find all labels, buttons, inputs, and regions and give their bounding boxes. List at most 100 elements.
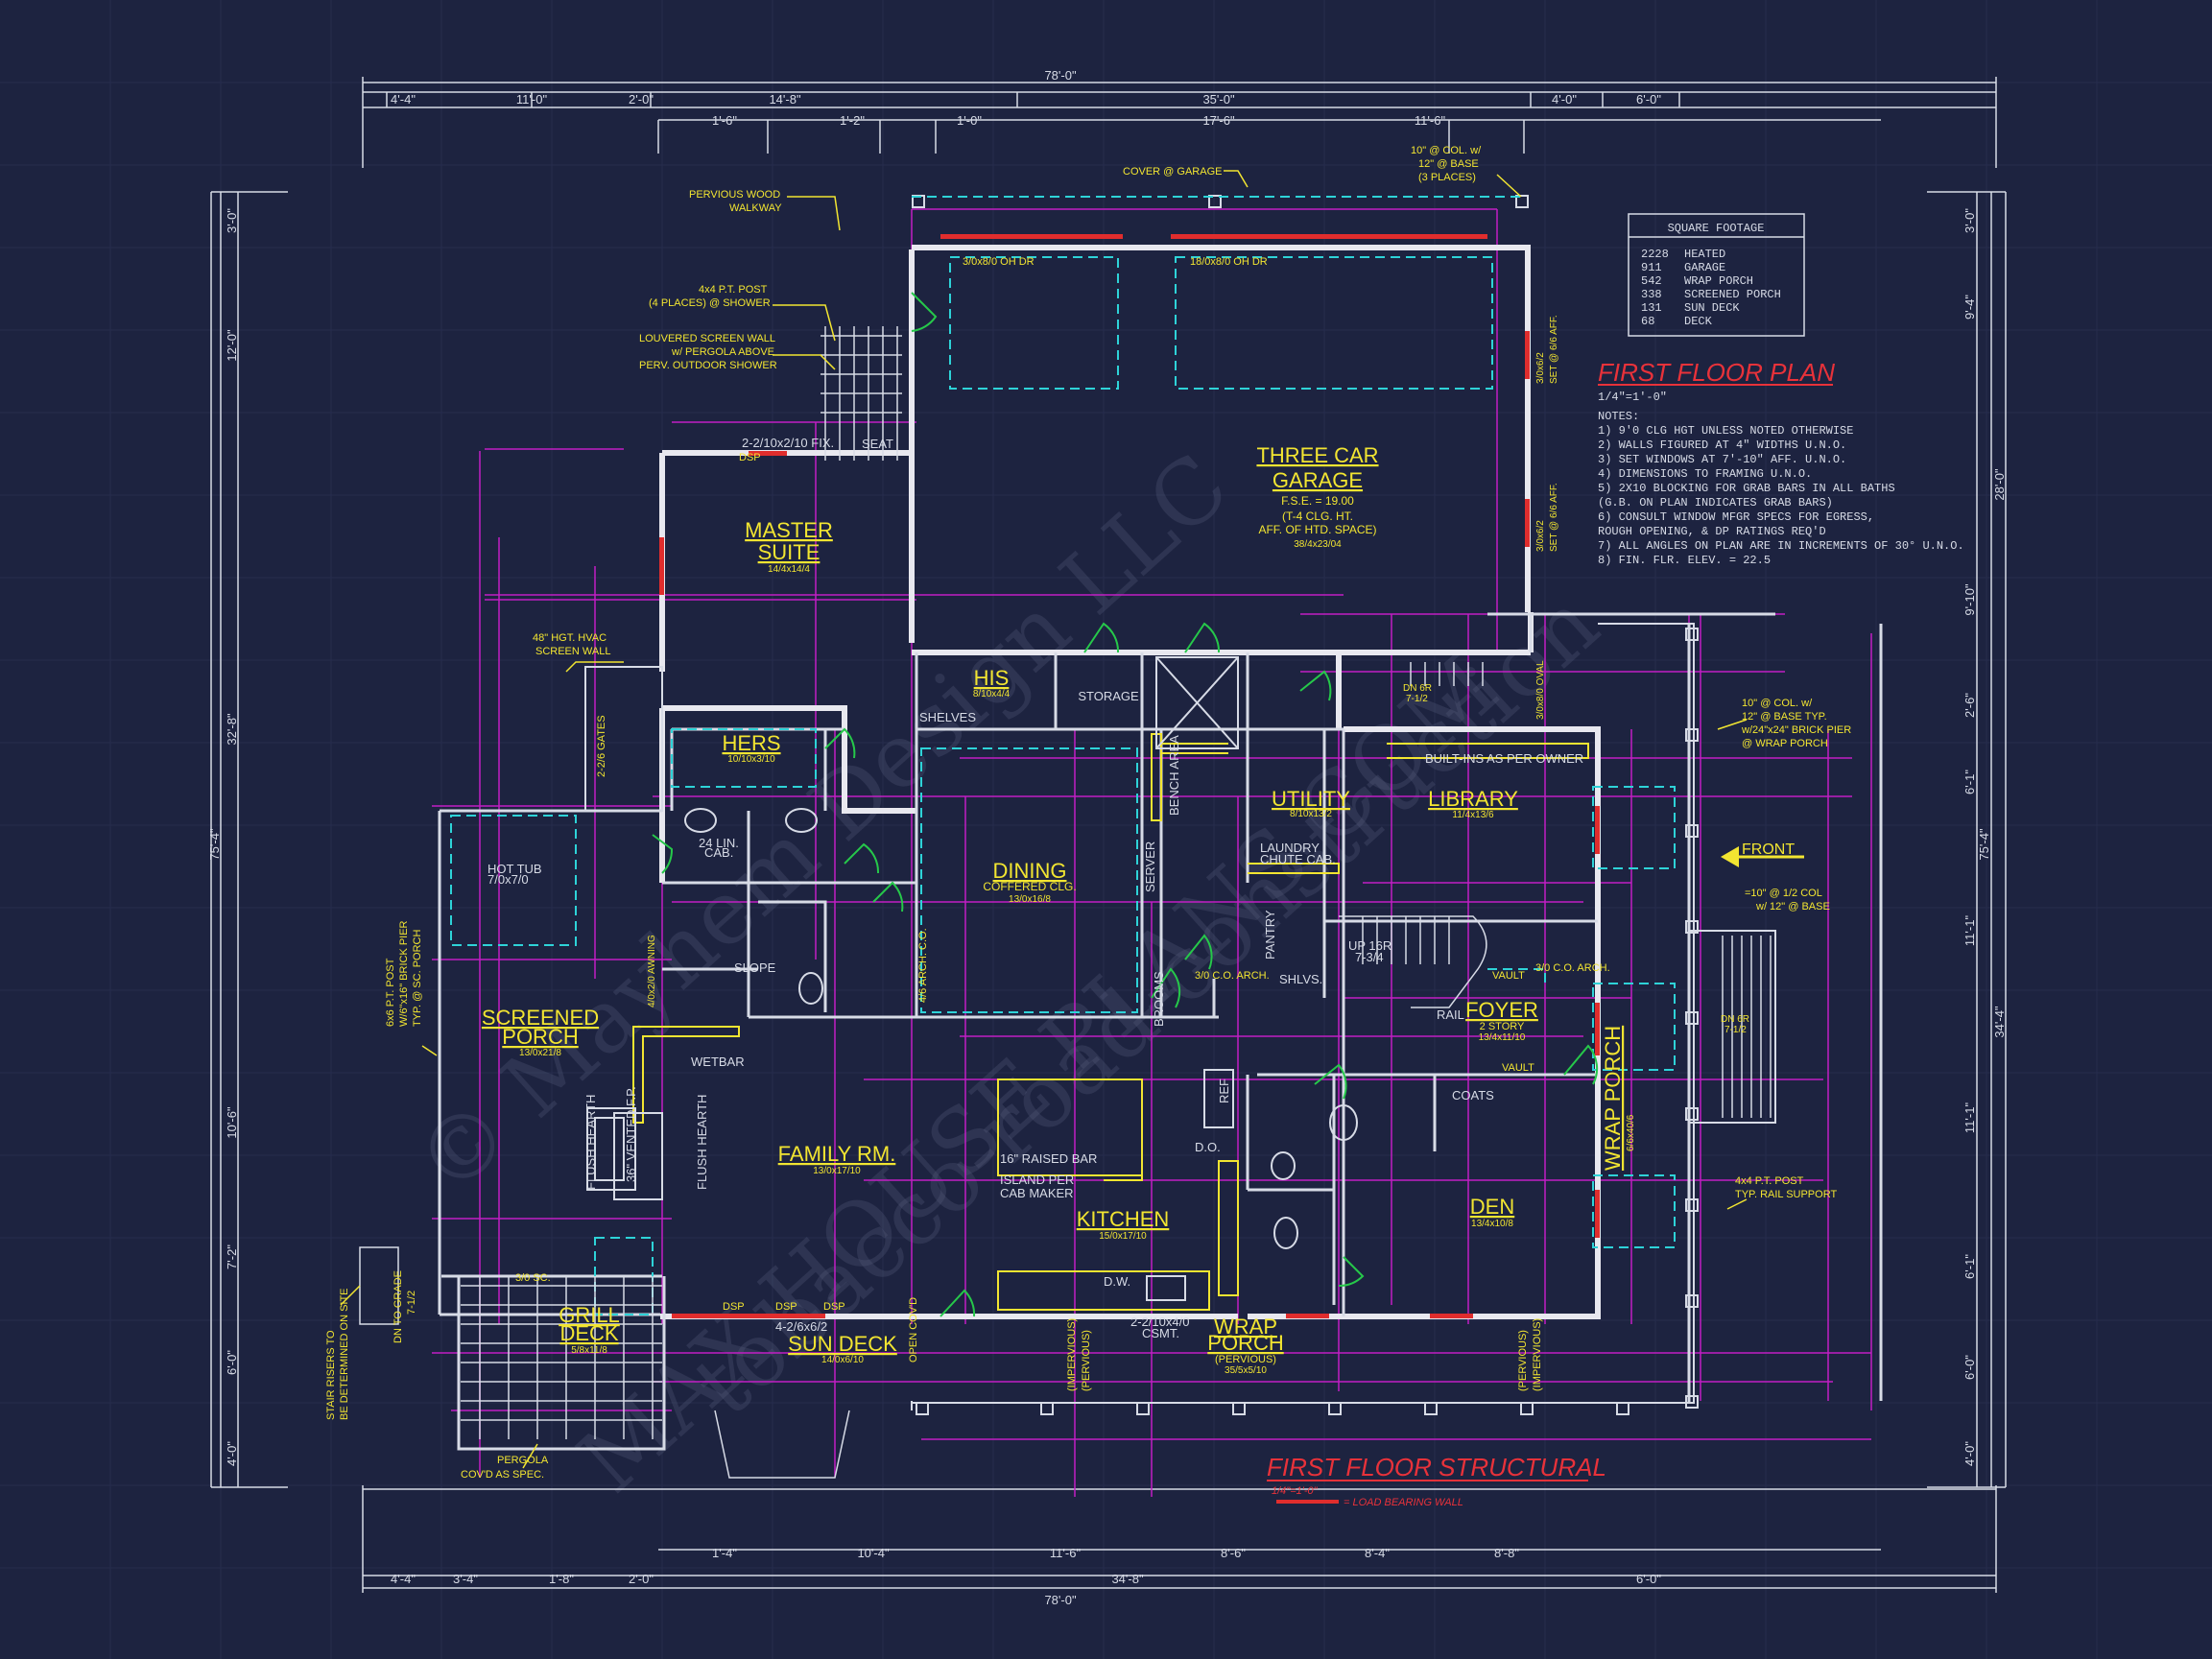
hearth-label: FLUSH HEARTH xyxy=(695,1095,709,1190)
cabinet-note: 24 LIN. xyxy=(699,836,739,850)
window-sill-note: 3/0x6/2 xyxy=(1535,520,1546,552)
sqft-label: GARAGE xyxy=(1684,261,1725,274)
left-dimensions: 75'-4" 3'-0" 12'-0" 32'-8" 10'-6" 7'-2" … xyxy=(207,208,239,1466)
square-footage-table: SQUARE FOOTAGE 2228 HEATED 911 GARAGE 54… xyxy=(1628,213,1805,337)
rail-post-note: 4x4 P.T. POST xyxy=(1735,1175,1804,1187)
top-dim-inner: 1'-6" xyxy=(712,113,737,128)
casement-note: CSMT. xyxy=(1142,1326,1179,1340)
interior-dimension-lines xyxy=(432,208,1872,1497)
post-shower-note: 4x4 P.T. POST xyxy=(699,284,768,296)
island-note: ISLAND PER xyxy=(1000,1173,1074,1187)
top-dim-inner: 1'-0" xyxy=(957,113,982,128)
note-item: 2) WALLS FIGURED AT 4" WIDTHS U.N.O. xyxy=(1598,438,1846,452)
right-dim: 2'-6" xyxy=(1962,693,1977,718)
top-total-dim: 78'-0" xyxy=(1044,68,1077,83)
stair-risers-note: BE DETERMINED ON SITE xyxy=(339,1288,350,1420)
front-column-note: w/ 12" @ BASE xyxy=(1755,901,1830,912)
family-room-label: FAMILY RM. xyxy=(778,1142,896,1166)
gates-note: 2-2/6 GATES xyxy=(596,715,607,777)
bottom-dim-inner: 11'-6" xyxy=(1050,1546,1082,1560)
dn-grade-note: 7-1/2 xyxy=(406,1291,417,1315)
front-arrow xyxy=(1721,846,1804,867)
dsp-label: DSP xyxy=(775,1301,797,1313)
dimension-frame xyxy=(210,77,2007,1593)
hidden-lines xyxy=(450,196,1676,1315)
post-shower-note: (4 PLACES) @ SHOWER xyxy=(649,297,771,309)
utility-size: 8/10x13/2 xyxy=(1290,809,1332,819)
sqft-value: 131 xyxy=(1641,301,1662,315)
sqft-value: 2228 xyxy=(1641,248,1669,261)
door-swings xyxy=(652,292,1599,1317)
hvac-note: 48" HGT. HVAC xyxy=(533,632,607,644)
fixtures xyxy=(613,656,1589,1311)
sqft-label: HEATED xyxy=(1684,248,1725,261)
shelves-label: SHELVES xyxy=(919,710,976,724)
dishwasher-label: D.W. xyxy=(1104,1274,1130,1289)
den-size: 13/4x10/8 xyxy=(1471,1219,1513,1229)
wrap-porch-east-label: WRAP PORCH xyxy=(1601,1026,1625,1171)
top-dim: 6'-0" xyxy=(1636,92,1661,107)
note-item: 8) FIN. FLR. ELEV. = 22.5 xyxy=(1598,554,1771,567)
bench-label: BENCH AREA xyxy=(1167,735,1181,816)
shelves-label: SHLVS. xyxy=(1279,972,1322,986)
raised-bar-note: 16" RAISED BAR xyxy=(1000,1151,1097,1166)
bottom-dim: 2'-0" xyxy=(629,1572,654,1586)
bottom-dim: 34'-8" xyxy=(1111,1572,1144,1586)
open-covered-note: OPEN COV'D xyxy=(908,1297,919,1363)
top-dim: 2'-0" xyxy=(629,92,654,107)
sink-icon xyxy=(1146,1275,1186,1301)
wrap-porch-label: PORCH xyxy=(1207,1331,1283,1355)
foyer-label: FOYER xyxy=(1465,998,1538,1022)
garage-label: THREE CAR xyxy=(1256,443,1378,467)
column-note: 10" @ COL. w/ xyxy=(1411,145,1482,156)
utility-label: UTILITY xyxy=(1272,787,1350,811)
structural-title: FIRST FLOOR STRUCTURAL xyxy=(1267,1453,1606,1481)
leader-lines xyxy=(340,170,1748,1469)
note-item: ROUGH OPENING, & DP RATINGS REQ'D xyxy=(1598,525,1826,538)
seat-label: SEAT xyxy=(862,437,893,451)
window-sill-note: 3/0x6/2 xyxy=(1535,352,1546,384)
refrigerator xyxy=(1203,1069,1234,1128)
island-note: CAB MAKER xyxy=(1000,1186,1074,1200)
porch-post-note: TYP. @ SC. PORCH xyxy=(412,930,423,1027)
note-item: 4) DIMENSIONS TO FRAMING U.N.O. xyxy=(1598,467,1812,481)
impervious-note: (PERVIOUS) xyxy=(1517,1330,1529,1391)
left-dim: 7'-2" xyxy=(225,1244,239,1269)
garage-label: GARAGE xyxy=(1272,468,1363,492)
right-dim: 6'-1" xyxy=(1962,770,1977,794)
foyer-size: 13/4x11/10 xyxy=(1479,1032,1526,1043)
bottom-dim-inner: 8'-8" xyxy=(1494,1546,1519,1560)
hot-tub-label: HOT TUB xyxy=(488,862,542,876)
family-room-size: 13/0x17/10 xyxy=(813,1166,861,1176)
impervious-note: (IMPERVIOUS) xyxy=(1066,1318,1078,1391)
window-note: 2-2/10x2/10 FIX. xyxy=(742,436,834,450)
top-dim: 14'-8" xyxy=(769,92,801,107)
screened-porch-label: SCREENED xyxy=(482,1006,599,1030)
his-closet-size: 8/10x4/4 xyxy=(973,689,1011,699)
structural-title-block: FIRST FLOOR STRUCTURAL 1/4"=1'-0" = LOAD… xyxy=(1267,1453,1606,1508)
wrap-porch-east-size: 6/6x40/6 xyxy=(1626,1114,1636,1151)
window-sill-note: SET @ 6/6 AFF. xyxy=(1549,315,1559,384)
bottom-total-dim: 78'-0" xyxy=(1044,1593,1077,1607)
kitchen-counter xyxy=(997,1270,1210,1311)
sqft-value: 68 xyxy=(1641,315,1654,328)
top-dimensions: 78'-0" 4'-4" 11'-0" 2'-0" 14'-8" 35'-0" … xyxy=(391,68,1661,128)
top-dim: 11'-0" xyxy=(516,92,548,107)
right-dim: 34'-4" xyxy=(1992,1006,2007,1038)
screen-door-note: 3/0 SC. xyxy=(515,1272,551,1284)
brooms-label: BROOMS xyxy=(1152,971,1166,1027)
kitchen-label: KITCHEN xyxy=(1077,1207,1170,1231)
storage-label: STORAGE xyxy=(1078,689,1139,703)
note-item: 6) CONSULT WINDOW MFGR SPECS FOR EGRESS, xyxy=(1598,510,1874,524)
right-total-dim: 75'-4" xyxy=(1977,828,1991,861)
bottom-dim-inner: 10'-4" xyxy=(857,1546,890,1560)
stair-risers-note: STAIR RISERS TO xyxy=(325,1330,337,1420)
laundry-note: CHUTE CAB. xyxy=(1260,852,1336,866)
louvered-note: PERV. OUTDOOR SHOWER xyxy=(639,360,777,371)
hvac-note: SCREEN WALL xyxy=(535,646,610,657)
right-dim: 11'-1" xyxy=(1962,1102,1977,1134)
builtins-note: BUILT-INS AS PER OWNER xyxy=(1425,751,1583,766)
sqft-title: SQUARE FOOTAGE xyxy=(1668,222,1765,235)
bottom-dimensions: 78'-0" 4'-4" 3'-4" 1'-8" 2'-0" 34'-8" 6'… xyxy=(391,1546,1661,1607)
cabinet-note: CAB. xyxy=(704,845,733,860)
